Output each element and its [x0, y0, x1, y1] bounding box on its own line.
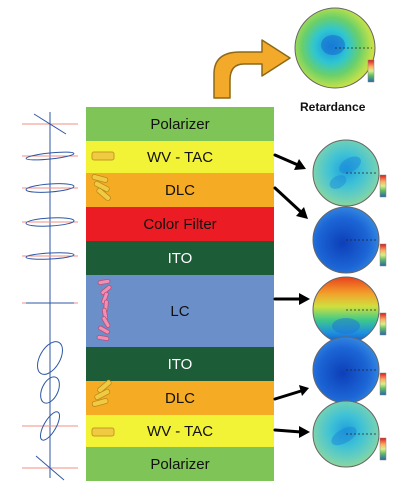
- polarization-state-10: [22, 455, 78, 481]
- layer-lc: LC: [86, 275, 274, 347]
- dlc-bottom-molecule-icon: [91, 379, 112, 407]
- arrow-icon: [273, 153, 306, 170]
- retardance-label: Retardance: [300, 100, 366, 114]
- layer-color-filter: Color Filter: [86, 207, 274, 241]
- layer-dlc-top: DLC: [86, 173, 274, 207]
- retardance-plot-3: [312, 276, 387, 344]
- layer-dlc-bottom: DLC: [86, 381, 274, 415]
- layer-polarizer-bottom: Polarizer: [86, 447, 274, 481]
- polarization-state-8: [40, 376, 60, 404]
- dlc-top-molecule-icon: [91, 174, 111, 202]
- layer-label: LC: [170, 302, 190, 320]
- polarization-column: [22, 112, 78, 481]
- layer-polarizer-top: Polarizer: [86, 107, 274, 141]
- retardance-plot-top: [294, 7, 376, 89]
- arrow-icon: [273, 293, 310, 305]
- retardance-plot-5: [312, 400, 387, 468]
- layer-label: ITO: [167, 249, 193, 267]
- layer-wv-tac-top: WV - TAC: [86, 141, 274, 173]
- wv-tac-top-molecule-icon: [91, 151, 115, 161]
- layer-label: DLC: [164, 181, 195, 199]
- retardance-plot-1: [312, 139, 387, 207]
- curved-arrow-icon: [213, 39, 291, 99]
- layer-ito-bottom: ITO: [86, 347, 274, 381]
- arrow-icon: [273, 186, 308, 219]
- layer-label: Color Filter: [143, 215, 217, 233]
- layer-label: WV - TAC: [146, 422, 214, 440]
- arrow-icon: [273, 385, 309, 401]
- polarization-state-3: [22, 183, 78, 193]
- polarization-state-5: [22, 252, 78, 260]
- lc-molecule-icon: [96, 278, 112, 342]
- retardance-plot-2: [312, 206, 387, 274]
- polarization-state-9: [22, 411, 78, 441]
- polarization-state-4: [22, 217, 78, 227]
- layer-label: WV - TAC: [146, 148, 214, 166]
- layer-label: Polarizer: [150, 455, 210, 473]
- layer-label: ITO: [167, 355, 193, 373]
- polarization-state-2: [22, 151, 78, 161]
- layer-ito-top: ITO: [86, 241, 274, 275]
- retardance-plot-4: [312, 336, 387, 404]
- layer-label: DLC: [164, 389, 195, 407]
- polarization-state-1: [22, 113, 78, 135]
- layer-label: Polarizer: [150, 115, 210, 133]
- polarization-state-7: [37, 341, 63, 375]
- arrow-icon: [273, 426, 310, 438]
- wv-tac-bottom-molecule-icon: [91, 427, 115, 437]
- layer-wv-tac-bottom: WV - TAC: [86, 415, 274, 447]
